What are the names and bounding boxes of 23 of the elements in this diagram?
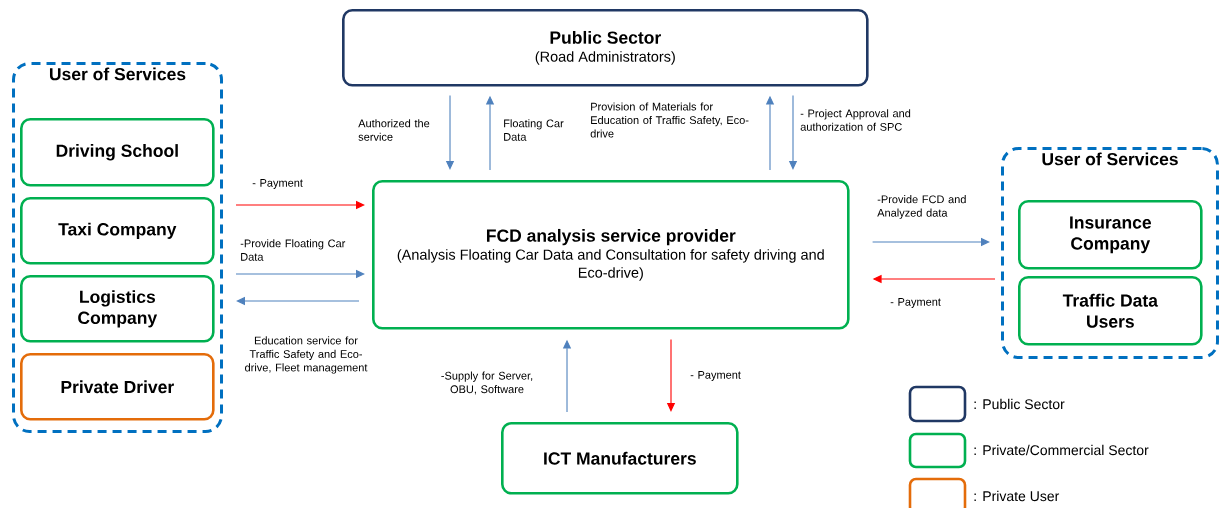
- edge-label: - Payment: [690, 371, 741, 381]
- sector-box: Insurance Company: [1018, 200, 1203, 270]
- sector-box: Logistics Company: [20, 275, 215, 343]
- edge-label: -Supply for Server, OBU, Software: [441, 371, 533, 395]
- legend-label: : Public Sector: [974, 398, 1065, 410]
- sector-box: Public Sector (Road Administrators): [342, 9, 869, 87]
- legend-label: : Private User: [974, 490, 1060, 502]
- sector-box: Private Driver: [20, 353, 215, 421]
- edge-label: Provision of Materials for Education of Traffic Safety, Eco-drive: [590, 102, 749, 138]
- sector-box: FCD analysis service provider (Analysis Floating Car Data and Consultation for safety driving and Eco-drive): [372, 180, 850, 330]
- edge-label: - Payment: [252, 179, 303, 189]
- sector-box: Driving School: [20, 118, 215, 187]
- edge-label: - Project Approval and authorization of SPC: [800, 109, 911, 131]
- sector-box: Taxi Company: [20, 197, 215, 265]
- edge-label: Authorized the service: [358, 119, 430, 141]
- legend-label: : Private/Commercial Sector: [974, 444, 1149, 456]
- edge-label: Floating Car Data: [504, 119, 564, 141]
- edge-label: -Provide Floating Car Data: [240, 239, 346, 261]
- edge-label: Education service for Traffic Safety and Eco-drive, Fleet management: [245, 336, 368, 374]
- edge-label: -Provide FCD and Analyzed data: [877, 195, 966, 219]
- sector-box: ICT Manufacturers: [501, 422, 739, 495]
- sector-box: Traffic Data Users: [1018, 276, 1203, 346]
- edge-label: - Payment: [890, 298, 941, 308]
